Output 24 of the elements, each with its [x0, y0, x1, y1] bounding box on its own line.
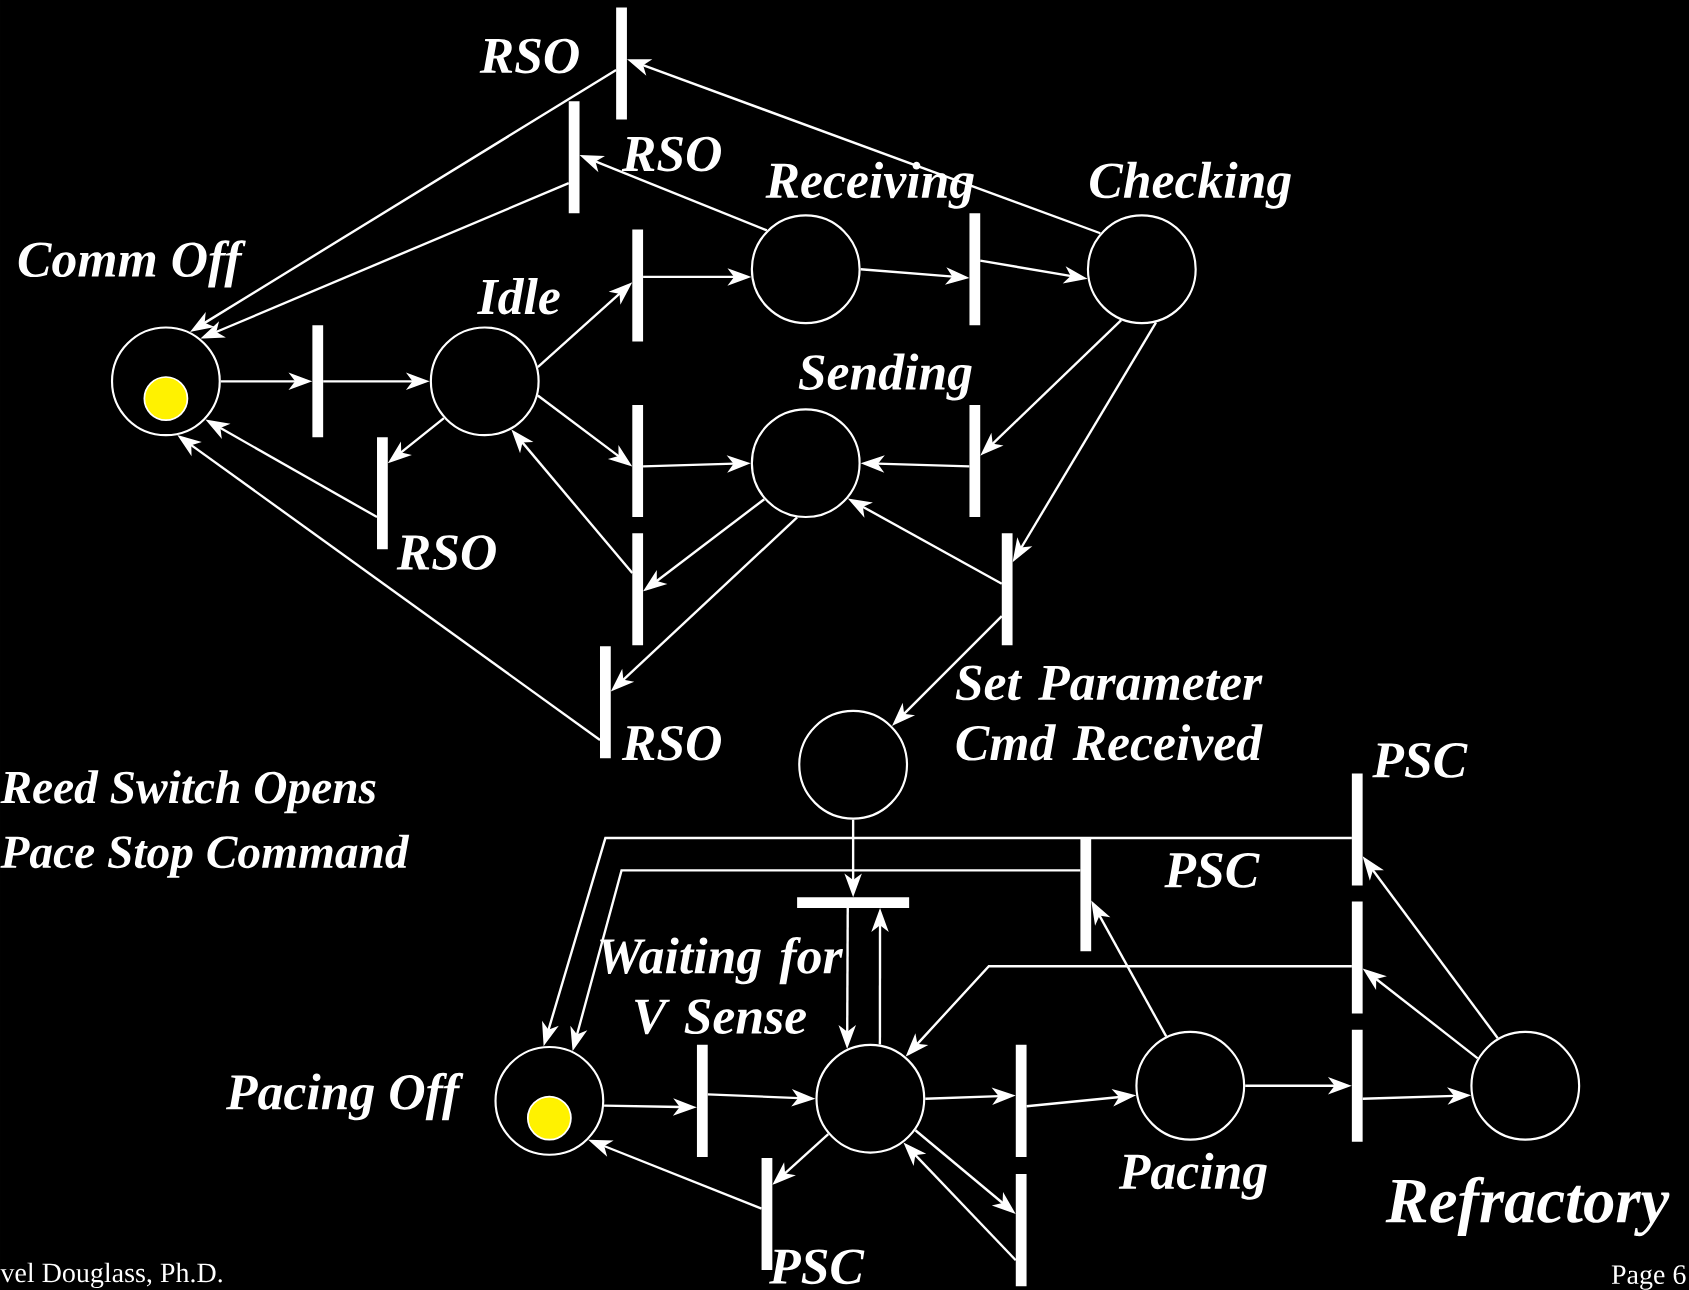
token-dot: [143, 375, 189, 421]
transition-label: PSC: [769, 1249, 865, 1284]
token-dot: [526, 1095, 572, 1141]
place-label: Set Parameter Cmd Received: [955, 665, 1263, 761]
legend-text: Pace Stop Command: [0, 834, 410, 878]
place-label: Idle: [477, 277, 560, 315]
place-label: Checking: [1090, 161, 1291, 209]
place-label: Comm Off: [18, 240, 246, 288]
transition-label: RSO: [621, 725, 721, 761]
place-label: Waiting for V Sense: [600, 936, 843, 1035]
place-label: Pacing Off: [225, 1072, 464, 1121]
footer-text: vel Douglass, Ph.D.: [0, 1262, 222, 1288]
transition-label: PSC: [1372, 742, 1468, 778]
place-label: Sending: [798, 353, 972, 401]
legend-text: Reed Switch Opens: [0, 770, 376, 813]
transition-label: RSO: [396, 535, 496, 570]
place-label: Pacing: [1118, 1152, 1267, 1200]
transition-label: RSO: [621, 136, 721, 172]
transition-label: RSO: [479, 38, 579, 74]
place-label: Refractory: [1385, 1176, 1670, 1236]
transition-bar: [797, 897, 910, 908]
place-label: Receiving: [765, 161, 974, 209]
transition-label: PSC: [1164, 852, 1260, 888]
page-number: Page 6: [1611, 1265, 1686, 1290]
